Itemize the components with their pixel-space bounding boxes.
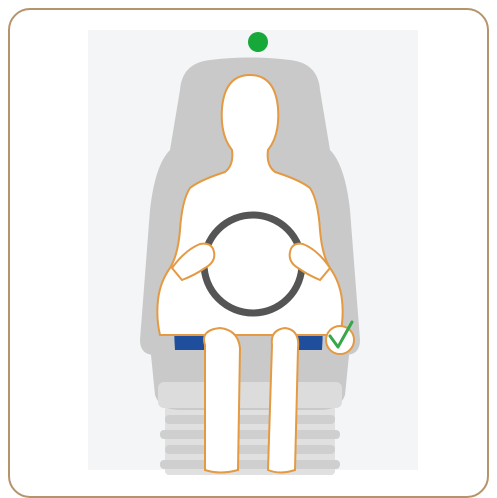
seat-springs (160, 405, 340, 475)
status-dot-icon (248, 32, 268, 52)
seat-cushion-band (158, 382, 342, 408)
driver-left-leg (204, 328, 240, 473)
driver-right-leg (268, 328, 298, 473)
seat-posture-diagram (0, 0, 497, 484)
